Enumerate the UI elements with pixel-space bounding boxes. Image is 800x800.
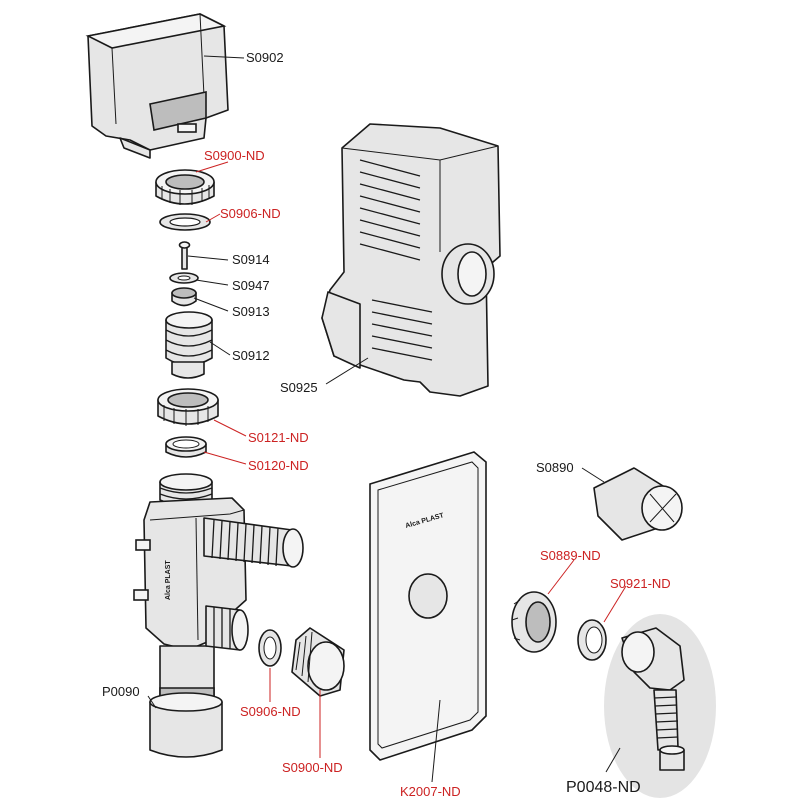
siphon-brand-mark: Alca PLAST — [165, 560, 172, 600]
label-p0090: P0090 — [102, 684, 140, 699]
label-s0900-bottom: S0900-ND — [282, 760, 343, 775]
part-k2007-plate: Alca PLAST — [369, 451, 487, 761]
part-s0121-nut — [157, 388, 219, 426]
part-s0947-small-ring — [169, 272, 199, 284]
label-s0900-top: S0900-ND — [204, 148, 265, 163]
part-s0889-nut — [511, 591, 557, 653]
label-k2007: K2007-ND — [400, 784, 461, 799]
part-s0890-cylinder — [593, 467, 683, 541]
label-s0906-bottom: S0906-ND — [240, 704, 301, 719]
label-s0902: S0902 — [246, 50, 284, 65]
label-s0925: S0925 — [280, 380, 318, 395]
label-s0906-top: S0906-ND — [220, 206, 281, 221]
label-s0947: S0947 — [232, 278, 270, 293]
part-s0914-pin — [178, 241, 191, 270]
part-s0921-ring — [577, 619, 607, 661]
part-s0906-ring-bottom — [258, 629, 282, 667]
label-s0121: S0121-ND — [248, 430, 309, 445]
part-s0925-sleeve — [321, 123, 501, 397]
part-s0900-cap-bottom — [291, 627, 345, 697]
part-s0906-ring-top — [159, 213, 211, 231]
label-s0120: S0120-ND — [248, 458, 309, 473]
part-s0913-valve — [171, 287, 197, 307]
part-siphon-body: Alca PLAST — [133, 473, 304, 758]
label-s0889: S0889-ND — [540, 548, 601, 563]
part-s0912-insert — [165, 311, 213, 379]
label-s0890: S0890 — [536, 460, 574, 475]
label-s0913: S0913 — [232, 304, 270, 319]
part-p0048-elbow — [604, 614, 716, 798]
part-s0902-cover — [85, 13, 229, 159]
part-s0900-cap-top — [155, 169, 215, 205]
part-s0120-ring — [165, 436, 207, 458]
label-s0914: S0914 — [232, 252, 270, 267]
label-s0921: S0921-ND — [610, 576, 671, 591]
leader-lines — [147, 55, 627, 783]
part-labels: S0902 S0900-ND S0906-ND S0914 S0947 S091… — [102, 50, 671, 799]
label-s0912: S0912 — [232, 348, 270, 363]
label-p0048: P0048-ND — [566, 779, 641, 796]
